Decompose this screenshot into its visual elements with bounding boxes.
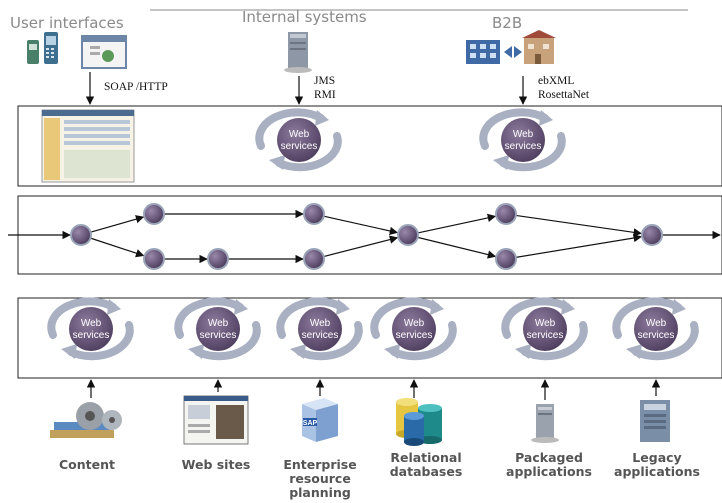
web-services-label: Web bbox=[646, 318, 667, 329]
process-node-b bbox=[143, 203, 165, 225]
source-label-legacy: Legacy applications bbox=[614, 450, 700, 479]
source-label-packaged: Packaged applications bbox=[506, 450, 592, 479]
flow-arrow bbox=[323, 215, 399, 236]
protocol-b2b: ebXML RosettaNet bbox=[538, 74, 589, 102]
source-label-databases: Relational databases bbox=[389, 450, 463, 479]
process-node-j bbox=[641, 224, 663, 246]
mainframe-icon bbox=[640, 400, 670, 442]
header-user-interfaces: User interfaces bbox=[10, 14, 124, 32]
protocol-rosettanet: RosettaNet bbox=[538, 89, 590, 101]
server-icon bbox=[284, 32, 312, 73]
flow-arrow bbox=[90, 215, 145, 233]
protocol-internal: JMS RMI bbox=[314, 74, 336, 102]
web-services-label: Web bbox=[208, 318, 229, 329]
web-page-icon bbox=[183, 395, 249, 445]
web-services-label: Web bbox=[535, 318, 556, 329]
header-b2b: B2B bbox=[492, 14, 523, 32]
process-node-e bbox=[303, 203, 325, 225]
flow-arrow bbox=[417, 236, 497, 259]
web-services-label: services bbox=[200, 330, 237, 341]
web-services-label: Web bbox=[81, 318, 102, 329]
b2b-buildings-icon bbox=[466, 30, 556, 64]
web-services-label: services bbox=[638, 330, 675, 341]
web-services-label: Web bbox=[289, 129, 310, 140]
browser-window-icon bbox=[81, 35, 127, 69]
web-services-label: services bbox=[302, 330, 339, 341]
flow-arrow bbox=[323, 235, 399, 258]
source-label-web-sites: Web sites bbox=[181, 457, 251, 472]
sap-box-icon: SAP bbox=[302, 398, 338, 442]
protocol-rmi: RMI bbox=[314, 89, 336, 101]
protocol-ebxml: ebXML bbox=[538, 75, 575, 87]
web-services-label: services bbox=[396, 330, 433, 341]
web-services-label: services bbox=[281, 141, 318, 152]
process-node-f bbox=[303, 248, 325, 270]
web-services-label: services bbox=[73, 330, 110, 341]
flow-arrow bbox=[417, 213, 497, 234]
protocol-soap-http: SOAP /HTTP bbox=[104, 81, 168, 93]
process-node-i bbox=[495, 248, 517, 270]
web-services-label: services bbox=[527, 330, 564, 341]
database-cylinders-icon bbox=[396, 398, 442, 446]
band-access-layer bbox=[17, 105, 722, 187]
portal-screenshot-icon bbox=[41, 109, 135, 183]
process-node-g bbox=[397, 224, 419, 246]
process-node-a bbox=[70, 224, 92, 246]
source-label-erp: Enterprise resource planning bbox=[283, 457, 357, 500]
web-services-label: Web bbox=[310, 318, 331, 329]
protocol-jms: JMS bbox=[314, 75, 336, 87]
flow-arrow bbox=[515, 233, 642, 258]
process-node-d bbox=[207, 248, 229, 270]
header-internal-systems: Internal systems bbox=[242, 8, 367, 26]
process-node-h bbox=[495, 203, 517, 225]
svg-text:SAP: SAP bbox=[303, 420, 318, 427]
web-services-label: Web bbox=[513, 129, 534, 140]
web-services-label: services bbox=[505, 141, 542, 152]
flow-arrow bbox=[515, 214, 642, 237]
film-reel-icon bbox=[50, 402, 122, 438]
band-service-layer bbox=[17, 297, 722, 379]
band-process-layer bbox=[17, 195, 722, 275]
web-services-label: Web bbox=[404, 318, 425, 329]
process-node-c bbox=[143, 248, 165, 270]
server-tower-icon bbox=[531, 404, 559, 443]
mobile-device-icon bbox=[27, 32, 58, 64]
source-label-content: Content bbox=[59, 457, 115, 472]
flow-arrow bbox=[90, 237, 145, 258]
